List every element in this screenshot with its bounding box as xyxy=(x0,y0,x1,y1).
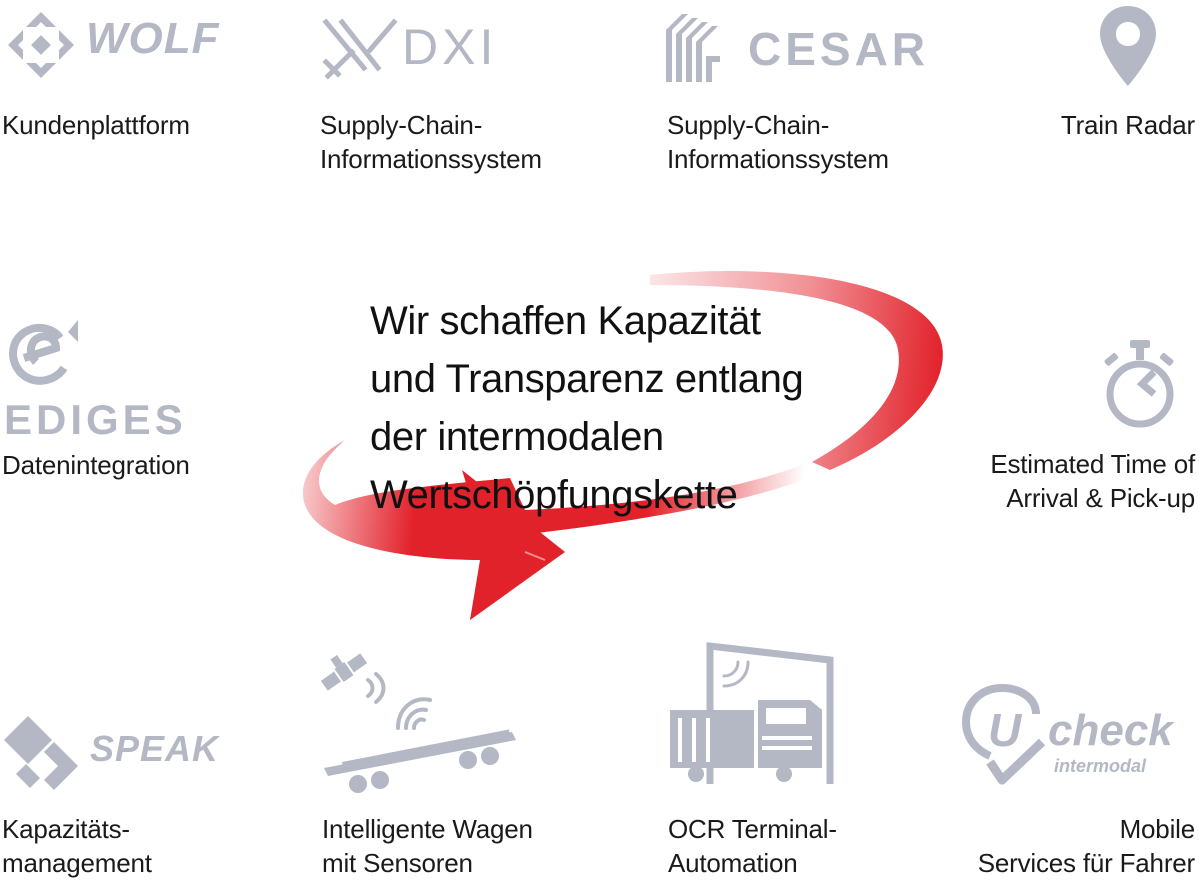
headline-line-1: Wir schaffen Kapazität xyxy=(370,299,761,343)
ucheck-logo-icon: U xyxy=(962,684,1046,785)
xdxi-caption: Supply-Chain- Informationssystem xyxy=(320,110,542,174)
ediges-caption: Datenintegration xyxy=(2,450,190,480)
cesar-caption: Supply-Chain- Informationssystem xyxy=(667,110,889,174)
headline-line-4: Wertschöpfungskette xyxy=(370,473,738,517)
headline-line-3: der intermodalen xyxy=(370,415,664,459)
ediges-e-logo-icon xyxy=(9,320,78,385)
swoosh-lower-arrow xyxy=(302,440,831,620)
cesar-wordmark: CESAR xyxy=(748,23,930,75)
ucheck-u-letter: U xyxy=(988,704,1023,756)
wagon-caption: Intelligente Wagen mit Sensoren xyxy=(322,814,533,878)
xdxi-wordmark: DXI xyxy=(402,19,498,75)
speak-caption: Kapazitäts- management xyxy=(2,814,152,878)
stopwatch-icon xyxy=(1104,340,1174,428)
swoosh-upper-curve xyxy=(650,271,943,470)
xdxi-x-logo-icon xyxy=(322,18,398,80)
speak-wordmark: SPEAK xyxy=(90,728,220,769)
wolf-wordmark: WOLF xyxy=(86,14,220,63)
arrow-head xyxy=(462,470,565,620)
ocr-caption: OCR Terminal- Automation xyxy=(668,814,837,878)
speak-diamond-logo-icon xyxy=(4,716,78,790)
map-pin-icon xyxy=(1100,6,1156,86)
ocr-gate-truck-icon xyxy=(670,642,834,784)
headline-line-2: und Transparenz entlang xyxy=(370,357,804,401)
wolf-diamond-logo-icon xyxy=(8,12,74,78)
cesar-stripes-logo-icon xyxy=(666,14,720,82)
ucheck-caption: Mobile Services für Fahrer xyxy=(977,814,1195,878)
headline: Wir schaffen Kapazität und Transparenz e… xyxy=(370,292,804,524)
ucheck-subtitle: intermodal xyxy=(1054,756,1147,776)
eta-caption: Estimated Time of Arrival & Pick-up xyxy=(990,449,1195,513)
satellite-wagon-icon xyxy=(320,653,516,793)
ucheck-wordmark: check xyxy=(1048,706,1173,755)
train-radar-caption: Train Radar xyxy=(1060,110,1195,140)
ediges-wordmark: EDIGES xyxy=(4,396,187,443)
wolf-caption: Kundenplattform xyxy=(2,110,190,140)
